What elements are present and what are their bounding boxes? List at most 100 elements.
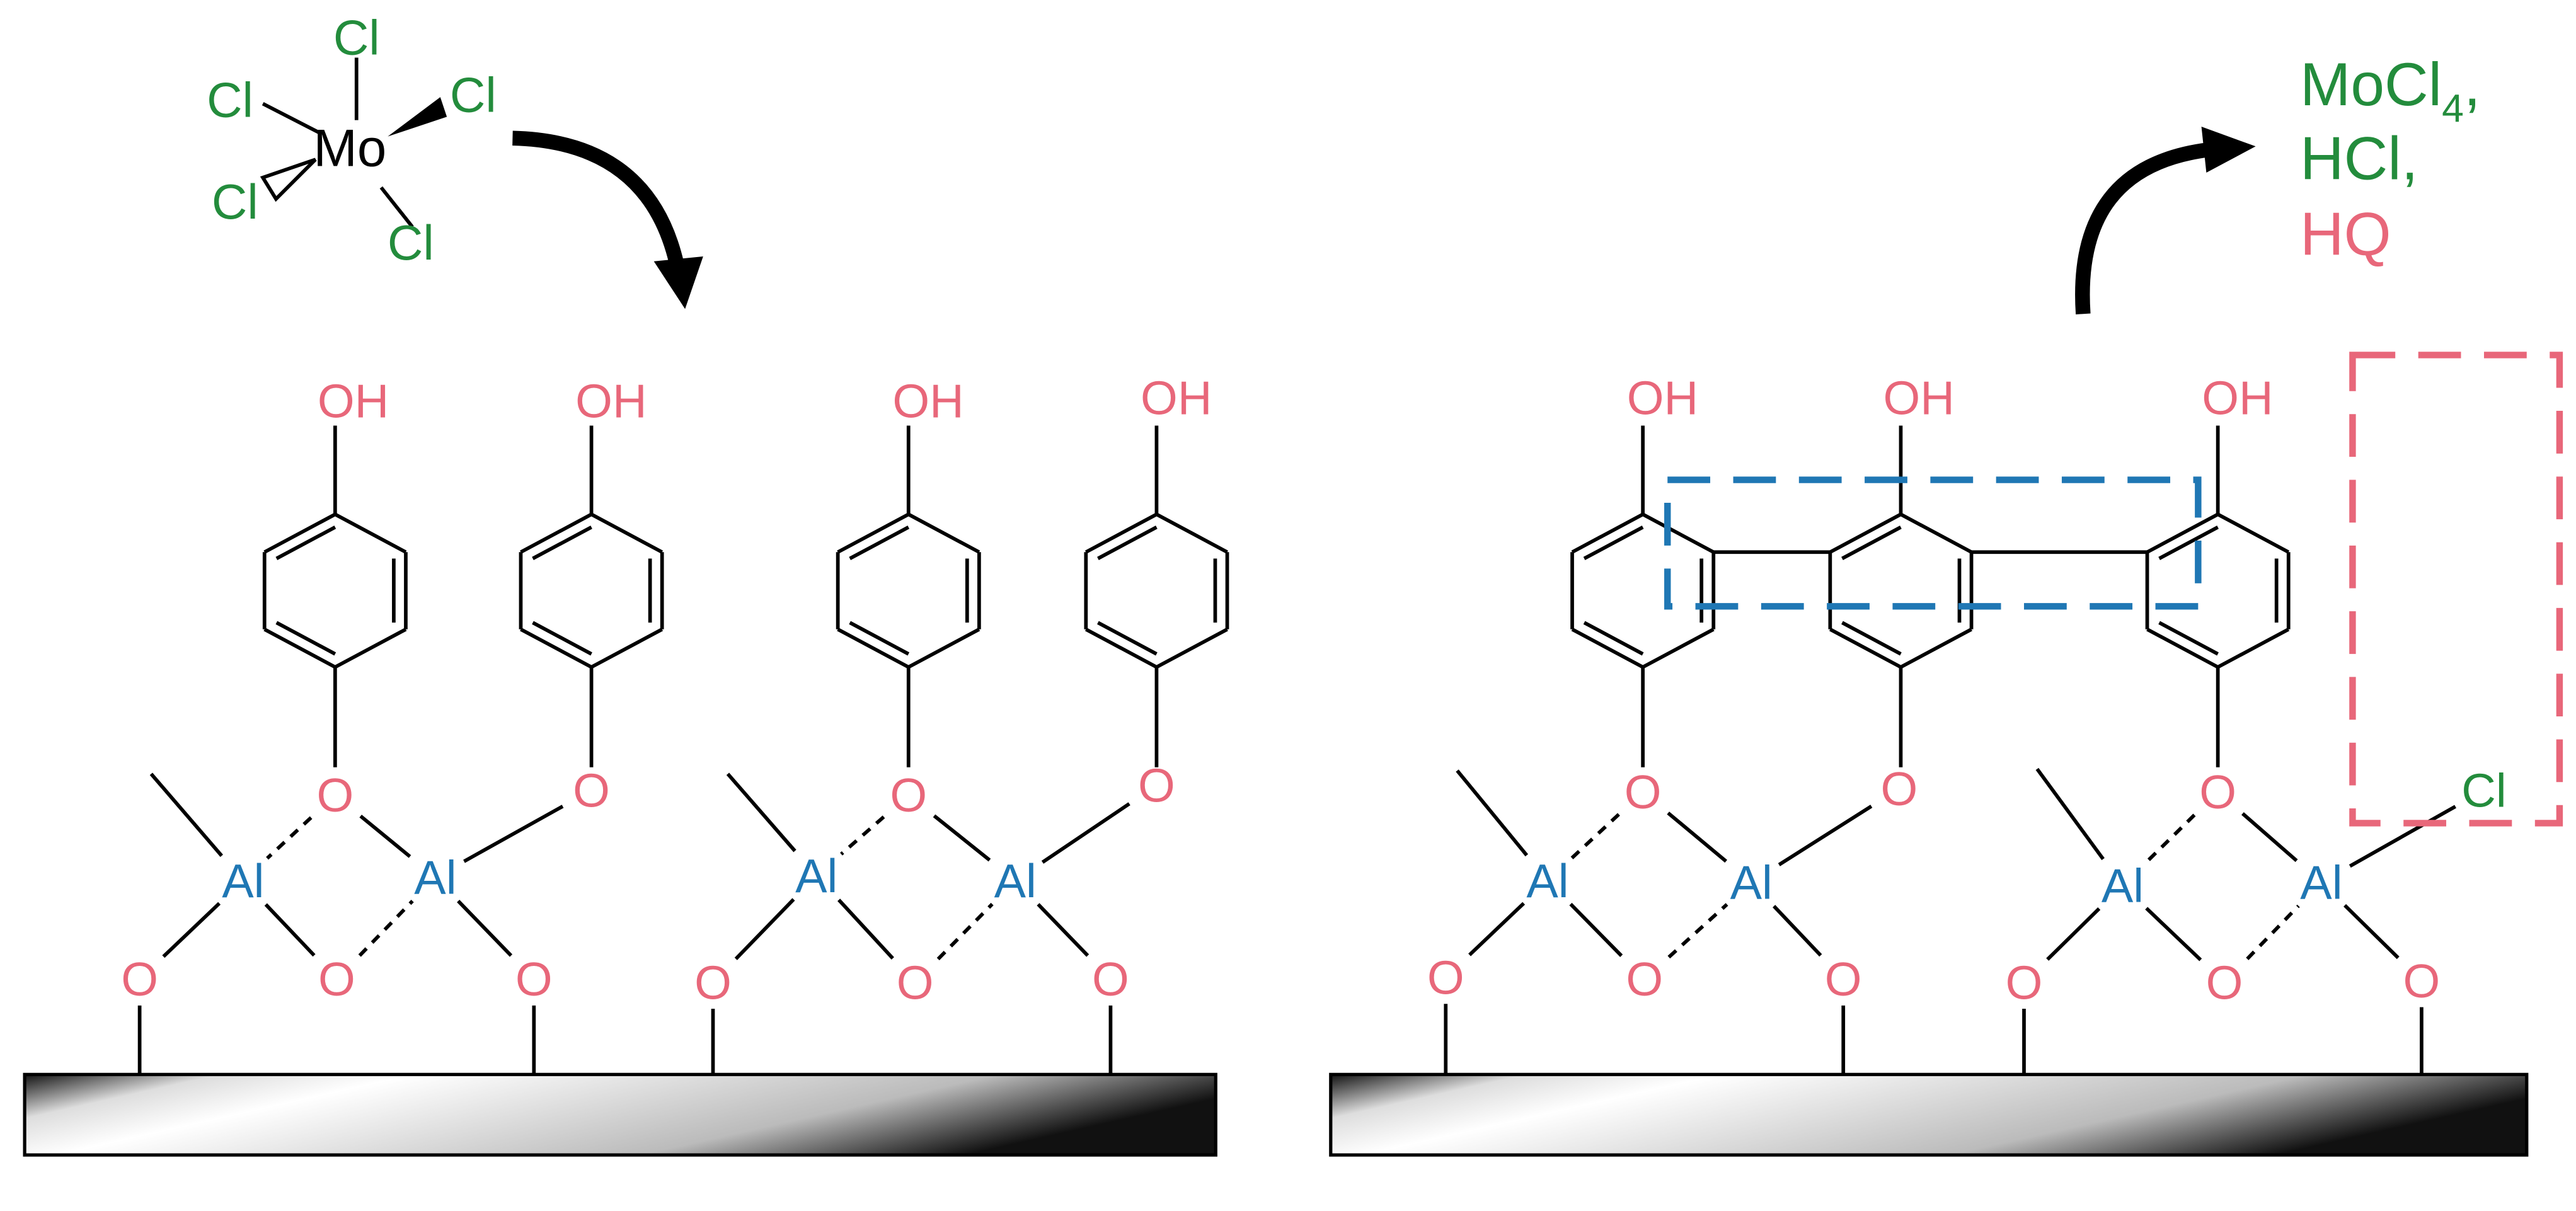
bond: [1773, 905, 1822, 957]
chlorine-ligand: Cl: [333, 9, 380, 65]
ring-bond: [2146, 628, 2219, 669]
aluminum-atom: Al: [1526, 855, 1568, 908]
oxygen-atom: O: [1427, 952, 1464, 1005]
bond: [1667, 903, 1728, 959]
bond: [936, 902, 994, 961]
ring-double-bond: [1841, 621, 1902, 656]
wedge-bond: [388, 97, 447, 137]
bond: [2343, 904, 2400, 960]
oxygen-atom: O: [316, 769, 354, 822]
ring-bond: [1084, 512, 1158, 554]
bond: [264, 903, 316, 957]
bond: [2241, 812, 2298, 863]
ring-bond: [2146, 512, 2219, 554]
ring-double-bond: [2158, 621, 2219, 656]
molybdenum-atom: Mo: [313, 118, 386, 178]
bond: [266, 816, 313, 860]
bond: [734, 898, 795, 960]
ring-double-bond: [1097, 621, 1158, 656]
ring-bond: [520, 512, 592, 554]
ring-double-bond: [1583, 525, 1644, 560]
bond: [358, 899, 414, 957]
chlorine-ligand: Cl: [388, 215, 434, 270]
ring-bond: [837, 628, 910, 669]
bond: [837, 898, 894, 960]
bond: [162, 902, 221, 958]
ring-bond: [1900, 512, 1972, 554]
hydroxyl-group: OH: [1627, 372, 1698, 425]
aluminum-atom: Al: [222, 855, 264, 908]
ring-bond: [590, 512, 664, 554]
oxygen-atom: O: [1880, 763, 1918, 816]
oxygen-atom: O: [1626, 953, 1663, 1006]
oxygen-atom: O: [694, 956, 732, 1009]
oxygen-atom: O: [890, 769, 927, 822]
ring-bond: [1829, 628, 1902, 669]
hydroxyl-group: OH: [2202, 372, 2273, 425]
oxygen-atom: O: [1624, 766, 1662, 819]
biphenyl-highlight-box: [1664, 476, 2202, 610]
bond: [1667, 812, 1727, 863]
bond: [933, 814, 991, 862]
chlorine-atom: Cl: [2461, 764, 2506, 817]
ring-bond: [1642, 628, 1715, 669]
ring-bond: [907, 628, 980, 669]
ring-bond: [1571, 512, 1644, 554]
ring-bond: [1571, 628, 1644, 669]
mo-cl-bond: [379, 186, 414, 228]
ring-bond: [1829, 512, 1902, 554]
bond: [2035, 767, 2105, 861]
ring-bond: [263, 628, 336, 669]
hydroxyl-group: OH: [1141, 372, 1212, 425]
bond: [726, 772, 796, 852]
bond: [2246, 904, 2300, 960]
chlorine-ligand: Cl: [212, 174, 258, 229]
oxygen-atom: O: [1092, 953, 1129, 1006]
arrow-out: [2075, 142, 2211, 315]
bond: [1041, 802, 1130, 864]
bond: [359, 814, 411, 858]
substrate-left: [23, 1072, 1217, 1157]
substrate-right: [1329, 1072, 2529, 1157]
oxygen-atom: O: [2403, 955, 2441, 1008]
ring-bond: [907, 512, 980, 554]
chlorine-ligand: Cl: [450, 67, 497, 123]
mo-cl-bond: [262, 101, 321, 135]
ring-bond: [1156, 512, 1228, 554]
bond: [1778, 805, 1873, 866]
aluminum-atom: Al: [2102, 860, 2144, 913]
hydroxyl-group: OH: [575, 375, 647, 428]
arrow-in: [512, 130, 684, 267]
product-hq: HQ: [2300, 200, 2391, 268]
ring-bond: [263, 512, 336, 554]
ring-bond: [1156, 628, 1228, 669]
arrow-in-head-icon: [653, 256, 703, 309]
bond: [840, 815, 885, 856]
ring-double-bond: [2158, 525, 2219, 560]
oxygen-atom: O: [515, 953, 553, 1006]
ring-bond: [837, 512, 910, 554]
bond: [457, 899, 513, 957]
ring-double-bond: [1841, 525, 1902, 560]
oxygen-atom: O: [318, 953, 355, 1006]
ring-double-bond: [1097, 525, 1158, 560]
aluminum-atom: Al: [994, 855, 1037, 908]
ring-double-bond: [532, 525, 592, 560]
product-hcl: HCl,: [2300, 125, 2418, 192]
bond: [2144, 813, 2196, 864]
ring-bond: [2217, 512, 2290, 554]
bond: [1569, 902, 1623, 957]
hydroxyl-group: OH: [318, 375, 389, 428]
oxygen-atom: O: [1825, 953, 1862, 1006]
bond: [463, 805, 564, 863]
aluminum-atom: Al: [2300, 856, 2342, 909]
ring-double-bond: [849, 621, 910, 656]
oxygen-atom: O: [2006, 956, 2043, 1009]
hydroxyl-group: OH: [1883, 372, 1954, 425]
ring-bond: [1642, 512, 1715, 554]
ring-bond: [2217, 628, 2290, 669]
ring-double-bond: [532, 621, 592, 656]
bond: [1456, 769, 1529, 857]
aluminum-atom: Al: [795, 850, 837, 903]
bond: [1468, 902, 1526, 956]
